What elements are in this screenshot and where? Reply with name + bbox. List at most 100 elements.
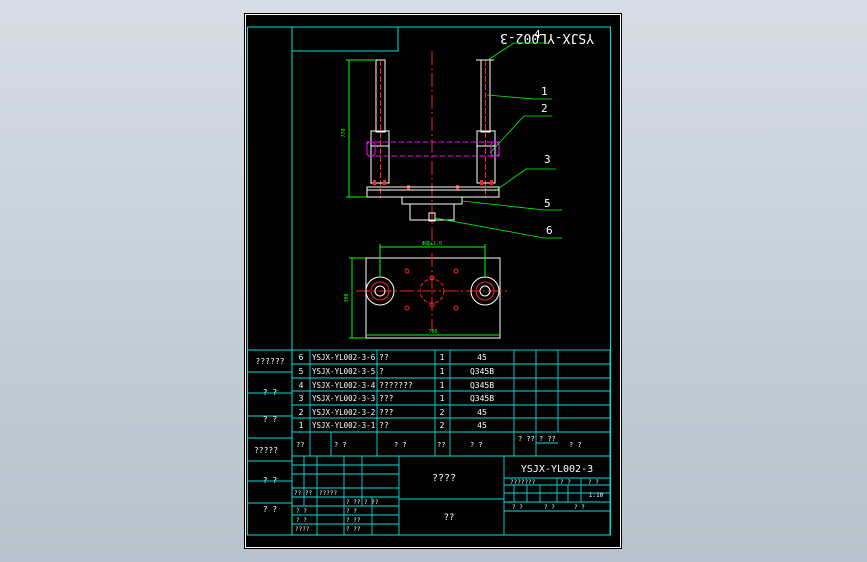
part-material: Q345B — [470, 394, 494, 403]
part-name: ??????? — [379, 381, 413, 390]
bolt — [490, 180, 493, 185]
part-qty: 1 — [440, 381, 445, 390]
part-code: YSJX-YL002-3-6 — [312, 353, 376, 362]
lower-stem[interactable] — [409, 203, 455, 221]
parts-header: ? ? — [334, 441, 347, 449]
mirrored-title: YSJX-YL002-3 — [500, 30, 594, 45]
leader-5 — [461, 200, 545, 211]
mirrored-title-box — [291, 26, 399, 52]
parts-header: ? ? — [470, 441, 483, 449]
scale-value: 1:10 — [589, 492, 604, 499]
mount-hole — [453, 305, 459, 311]
part-number: 1 — [299, 421, 304, 430]
right-bushing-inner — [479, 285, 491, 297]
side-label: ? ? — [263, 476, 278, 485]
part-material: Q345B — [470, 381, 494, 390]
parts-header: ? ? — [394, 441, 407, 449]
callout-2: 2 — [541, 102, 548, 115]
part-qty: 1 — [440, 394, 445, 403]
part-qty: 1 — [440, 367, 445, 376]
sheet-label: ? ? — [574, 504, 585, 511]
part-number: 6 — [299, 353, 304, 362]
sign-label: ?? ?? — [294, 490, 312, 497]
leader-3 — [494, 168, 527, 192]
part-name: ??? — [379, 394, 394, 403]
outer-border — [245, 14, 621, 548]
side-label: ?????? — [256, 357, 285, 366]
left-bushing-inner — [374, 285, 386, 297]
lower-pin[interactable] — [428, 212, 436, 222]
mount-hole — [429, 275, 435, 281]
callout-5: 5 — [544, 197, 551, 210]
parts-header: ? ?? — [518, 435, 535, 443]
side-label: ? ? — [263, 505, 278, 514]
callouts[interactable] — [434, 42, 562, 239]
callout-3: 3 — [544, 153, 551, 166]
mount-hole — [453, 268, 459, 274]
parts-header: ? ? — [569, 441, 582, 449]
right-sleeve[interactable] — [476, 130, 496, 184]
right-bushing-mid — [475, 281, 495, 301]
stage-label: ? ? — [588, 479, 599, 486]
base-outline[interactable] — [365, 257, 501, 339]
sign-label: ? ?? — [346, 517, 361, 524]
part-code: YSJX-YL002-3-1 — [312, 421, 375, 430]
parts-header: ? ?? — [539, 435, 556, 443]
part-number: 4 — [299, 381, 304, 390]
sheet-label: ? ? — [512, 504, 523, 511]
sign-label: ????? — [319, 490, 337, 497]
leader-6 — [434, 217, 545, 239]
dim-spacing-label: Φ端±1.0 — [422, 240, 442, 247]
top-view[interactable]: Φ端±1.0 700 300 — [344, 240, 510, 339]
part-number: 3 — [299, 394, 304, 403]
part-code: YSJX-YL002-3-2 — [312, 408, 375, 417]
leader-4 — [487, 42, 515, 61]
parts-header: ?? — [437, 441, 445, 449]
part-code: YSJX-YL002-3-3 — [312, 394, 375, 403]
side-label: ? ? — [263, 388, 278, 397]
leader-1 — [486, 94, 535, 100]
sign-label: ? ? — [296, 517, 307, 524]
sign-label: ? ? — [346, 508, 357, 515]
inner-frame — [247, 26, 611, 536]
left-sleeve[interactable] — [370, 130, 390, 184]
leader-2 — [489, 115, 525, 154]
dim-width-label: 700 — [428, 329, 437, 335]
callout-1: 1 — [541, 85, 548, 98]
part-material: 45 — [477, 421, 487, 430]
bolt — [480, 180, 483, 185]
part-material: 45 — [477, 408, 487, 417]
part-code: YSJX-YL002-3-4 — [312, 381, 376, 390]
hidden-left-boss — [366, 141, 376, 157]
part-number: 5 — [299, 367, 304, 376]
part-code: YSJX-YL002-3-5 — [312, 367, 375, 376]
mount-hole — [404, 268, 410, 274]
side-label: ? ? — [263, 415, 278, 424]
mount-hole — [429, 302, 435, 308]
sign-label: ? ? — [296, 508, 307, 515]
part-qty: 2 — [440, 408, 445, 417]
part-name: ?? — [379, 421, 389, 430]
part-number: 2 — [299, 408, 304, 417]
drawing-sheet[interactable]: YSJX-YL002-3 — [244, 13, 622, 549]
part-qty: 1 — [440, 353, 445, 362]
sign-label: ? ?? — [346, 526, 361, 533]
sign-label: ? ?? — [364, 499, 379, 506]
stage-label: ? ? — [560, 479, 571, 486]
drawing-canvas[interactable]: YSJX-YL002-3 — [244, 13, 622, 549]
drawing-name: ???? — [432, 473, 456, 484]
front-view[interactable]: 770 — [341, 51, 500, 245]
hidden-crossbeam — [366, 141, 500, 157]
base-plate[interactable] — [366, 186, 500, 198]
part-material: 45 — [477, 353, 487, 362]
left-bushing-mid — [370, 281, 390, 301]
dim-height-label: 770 — [341, 128, 347, 137]
dim-depth-label: 300 — [344, 293, 350, 302]
part-name: ?? — [379, 353, 389, 362]
title-block-grid — [291, 455, 611, 536]
bolt — [373, 180, 376, 185]
parts-header: ?? — [296, 441, 304, 449]
mount-hole — [404, 305, 410, 311]
callout-6: 6 — [546, 224, 553, 237]
